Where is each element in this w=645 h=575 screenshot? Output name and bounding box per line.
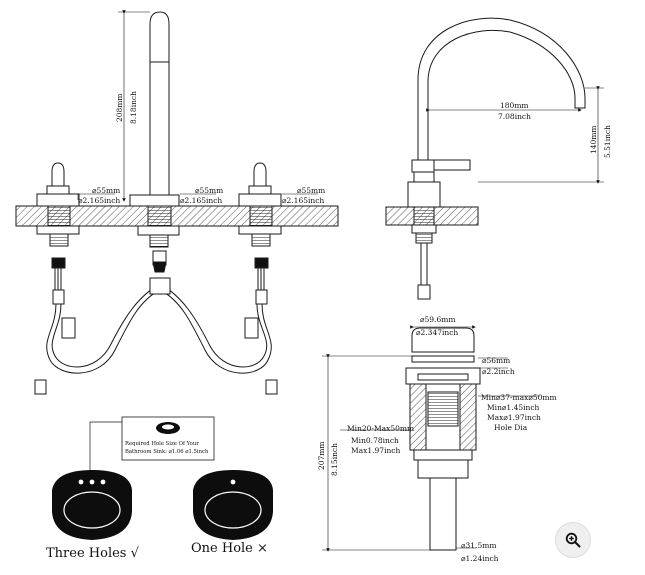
label-hole-dia: Hole Dia [494,423,528,432]
label-drain-207mm: 207mm [317,441,326,470]
side-lever [433,159,471,171]
label-thickness-max: Max1.97inch [351,446,401,455]
supply-hoses [34,277,278,395]
caption-three-holes: Three Holes √ [46,546,140,561]
zoom-in-icon [565,532,581,548]
label-height-818inch: 8.18inch [129,91,138,124]
spout-front [149,11,170,195]
drain-tailpiece [429,477,457,551]
label-right-dia-inch: ⌀2.165inch [282,196,324,205]
label-cap-dia-mm: ⌀59.6mm [420,315,455,324]
label-reach-inch: 7.08inch [498,112,531,121]
label-height-208mm: 208mm [115,93,124,122]
label-tail-dia-inch: ⌀1.24inch [461,554,499,563]
drain-dimensions [322,325,540,552]
label-center-dia-inch: ⌀2.165inch [180,196,222,205]
side-dimensions [426,86,604,184]
note-line-2: Bathroom Sink: ⌀1.06 ⌀1.5inch [125,449,209,455]
note-line-1: Required Hole Size Of Your [125,441,199,447]
label-height-551inch: 5.51inch [603,125,612,158]
sink-wall-right [459,383,477,451]
zoom-button[interactable] [555,522,591,558]
hole-center [89,479,95,485]
label-height-140mm: 140mm [589,125,598,154]
hole-size-note: Required Hole Size Of Your Bathroom Sink… [121,416,215,461]
left-handle [36,162,80,305]
hole-left [78,479,84,485]
label-hole-min: Min⌀1.45inch [487,403,540,412]
pop-up-drain [405,327,481,551]
label-body-dia-mm: ⌀56mm [482,356,510,365]
front-dimensions [77,10,318,202]
three-hole-sink [52,470,132,540]
faucet-front-view [15,11,339,395]
label-body-dia-inch: ⌀2.2inch [482,367,515,376]
caption-one-hole: One Hole × [191,541,268,556]
leader-line [89,421,122,472]
label-center-dia-mm: ⌀55mm [195,186,223,195]
label-hole-max: Max⌀1.97inch [487,413,541,422]
label-cap-dia-inch: ⌀2.347inch [416,328,458,337]
label-tail-dia-mm: ⌀31.5mm [461,541,496,550]
label-left-dia-mm: ⌀55mm [92,186,120,195]
hole-right [100,479,106,485]
label-drain-815inch: 8.15inch [330,443,339,476]
label-hole-mm: Min⌀37-max⌀50mm [481,393,557,402]
label-right-dia-mm: ⌀55mm [297,186,325,195]
label-thickness-min: Min0.78inch [351,436,399,445]
one-hole-sink [193,470,273,540]
label-reach-mm: 180mm [500,101,529,110]
faucet-side-view [385,17,586,300]
sink-wall-left [409,383,427,451]
spout-side [417,17,586,172]
label-left-dia-inch: ⌀2.165inch [78,196,120,205]
right-handle [238,162,282,305]
label-thickness-mm: Min20-Max50mm [347,424,414,433]
single-hole [230,479,236,485]
